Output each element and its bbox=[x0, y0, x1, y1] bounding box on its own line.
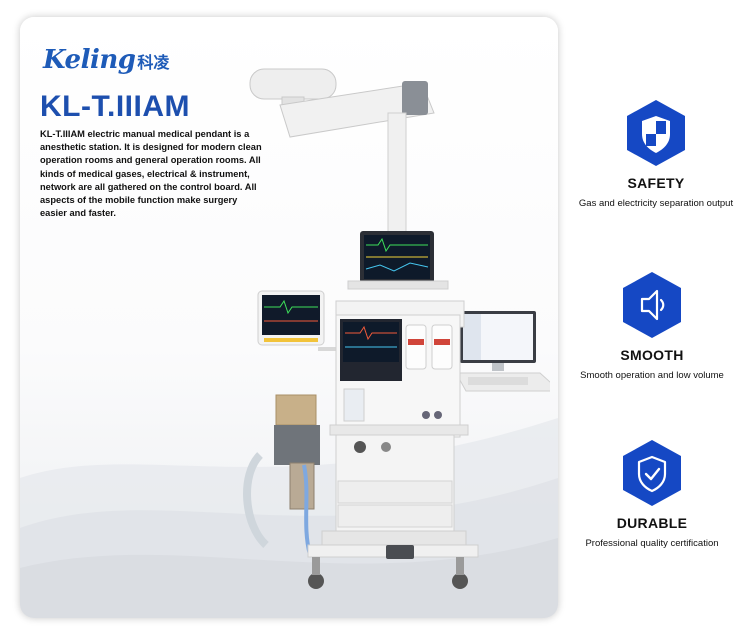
brand-logo: Keling 科凌 bbox=[43, 45, 169, 75]
logo-word: Keling bbox=[43, 45, 136, 75]
feature-title: SMOOTH bbox=[620, 347, 684, 363]
logo-chinese: 科凌 bbox=[137, 53, 170, 72]
shield-check-icon bbox=[623, 440, 681, 506]
feature-subtitle: Gas and electricity separation output bbox=[578, 198, 734, 209]
shield-icon bbox=[627, 100, 685, 166]
anesthesia-pendant-image bbox=[243, 68, 550, 589]
product-description: KL-T.IIIAM electric manual medical penda… bbox=[40, 129, 262, 219]
feature-durable: DURABLE Professional quality certificati… bbox=[557, 438, 747, 549]
speaker-icon bbox=[623, 272, 681, 338]
feature-subtitle: Smooth operation and low volume bbox=[580, 370, 724, 381]
product-model: KL-T.IIIAM bbox=[40, 90, 190, 123]
feature-title: DURABLE bbox=[616, 515, 688, 531]
feature-safety: SAFETY Gas and electricity separation ou… bbox=[561, 98, 750, 209]
feature-title: SAFETY bbox=[627, 175, 685, 191]
product-card: Keling 科凌 KL-T.IIIAM KL-T.IIIAM electric… bbox=[20, 17, 558, 618]
feature-smooth: SMOOTH Smooth operation and low volume bbox=[557, 270, 747, 381]
feature-subtitle: Professional quality certification bbox=[585, 538, 719, 549]
